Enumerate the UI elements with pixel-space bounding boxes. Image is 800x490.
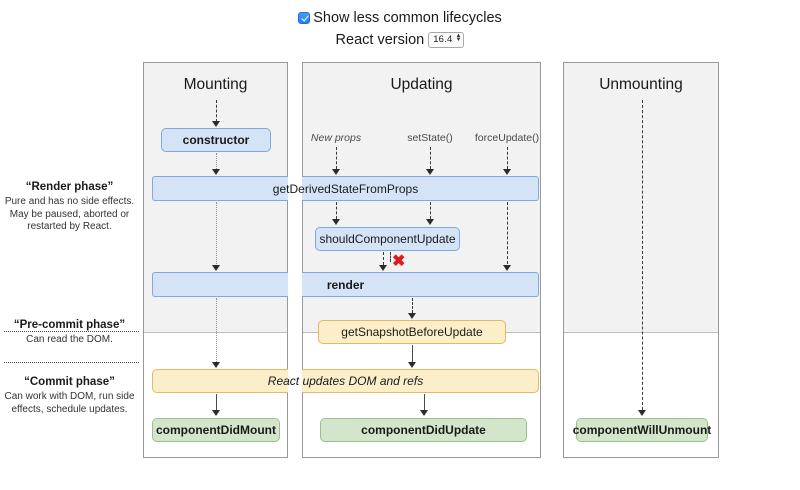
connector-scu-skip-branch	[390, 252, 391, 262]
connector-unmount-title-to-cwu	[642, 100, 643, 410]
column-title-unmounting: Unmounting	[599, 76, 683, 93]
show-less-common-checkbox[interactable]	[298, 12, 311, 24]
arrowhead	[331, 169, 340, 175]
arrowhead	[425, 219, 434, 225]
connector-forceupdate-to-render	[507, 202, 508, 264]
node-render-right[interactable]	[302, 272, 539, 297]
node-component-did-update[interactable]: componentDidUpdate	[320, 418, 527, 442]
column-title-mounting: Mounting	[183, 76, 248, 93]
connector-newprops-to-gdsfp	[336, 147, 337, 169]
arrowhead	[211, 265, 220, 271]
arrowhead	[407, 362, 416, 368]
stepper-up-icon[interactable]: ▲	[455, 33, 462, 39]
connector-updates-to-cdm	[216, 394, 217, 410]
connector-gsbu-to-updates	[412, 345, 413, 362]
connector-render-to-updates	[216, 298, 217, 362]
connector-gdsfp-to-scu	[336, 202, 337, 219]
diagram-controls: Show less common lifecycles React versio…	[0, 8, 800, 50]
phase-label-render: “Render phase” Pure and has no side effe…	[2, 180, 137, 234]
arrowhead	[425, 169, 434, 175]
column-updating: Updating	[302, 62, 541, 458]
connector-scu-to-render	[383, 252, 384, 265]
arrowhead	[419, 410, 428, 416]
phase-description: Pure and has no side effects. May be pau…	[4, 196, 135, 232]
arrowhead	[407, 313, 416, 319]
arrowhead	[211, 410, 220, 416]
stepper-arrows-icon[interactable]: ▲▼	[455, 33, 462, 43]
node-react-updates-dom-left[interactable]	[152, 369, 288, 393]
node-render-left[interactable]	[152, 272, 288, 297]
trigger-set-state: setState()	[407, 132, 453, 144]
phase-description: Can work with DOM, run side effects, sch…	[4, 391, 135, 415]
stepper-down-icon[interactable]: ▼	[455, 37, 462, 43]
show-less-common-row: Show less common lifecycles	[0, 8, 800, 29]
connector-forceupdate-to-gdsfp	[507, 147, 508, 169]
react-version-label: React version	[335, 32, 425, 48]
node-should-component-update[interactable]: shouldComponentUpdate	[315, 227, 460, 251]
connector-gdsfp-to-scu	[430, 202, 431, 219]
phase-divider	[4, 331, 139, 332]
phase-title: “Commit phase”	[24, 376, 115, 388]
arrowhead	[331, 219, 340, 225]
node-react-updates-dom-right[interactable]	[302, 369, 539, 393]
phase-label-pre-commit: “Pre-commit phase” Can read the DOM.	[2, 318, 137, 347]
phase-label-commit: “Commit phase” Can work with DOM, run si…	[2, 375, 137, 416]
connector-setstate-to-gdsfp	[430, 147, 431, 169]
connector-updates-to-cdu	[424, 394, 425, 410]
column-unmounting: Unmounting	[563, 62, 719, 458]
arrowhead	[211, 169, 220, 175]
skip-x-icon: ✖	[392, 253, 406, 270]
node-constructor[interactable]: constructor	[161, 128, 271, 152]
phase-divider	[4, 362, 139, 363]
node-component-did-mount[interactable]: componentDidMount	[152, 418, 280, 442]
arrowhead	[502, 265, 511, 271]
node-get-snapshot-before-update[interactable]: getSnapshotBeforeUpdate	[318, 320, 506, 344]
node-component-will-unmount[interactable]: componentWillUnmount	[573, 418, 711, 442]
node-get-derived-state-from-props-left[interactable]	[152, 176, 288, 201]
connector-mount-title-to-constructor	[216, 100, 217, 122]
arrowhead	[211, 362, 220, 368]
arrowhead	[637, 410, 646, 416]
node-get-derived-state-from-props-right[interactable]	[302, 176, 539, 201]
arrowhead	[211, 121, 220, 127]
trigger-force-update: forceUpdate()	[474, 132, 540, 144]
column-title-updating: Updating	[390, 76, 453, 93]
phase-title: “Pre-commit phase”	[13, 319, 126, 331]
react-version-value: 16.4	[433, 34, 453, 45]
arrowhead	[378, 265, 387, 271]
trigger-new-props: New props	[310, 132, 362, 144]
show-less-common-label[interactable]: Show less common lifecycles	[313, 10, 502, 26]
render-phase-shade	[564, 63, 718, 333]
connector-gdsfp-to-render	[216, 202, 217, 264]
phase-title: “Render phase”	[25, 181, 114, 193]
phase-description: Can read the DOM.	[26, 334, 113, 345]
connector-constructor-to-gdsfp	[216, 153, 217, 169]
react-version-stepper[interactable]: 16.4▲▼	[428, 32, 465, 48]
connector-render-to-gsbu	[412, 298, 413, 313]
arrowhead	[502, 169, 511, 175]
